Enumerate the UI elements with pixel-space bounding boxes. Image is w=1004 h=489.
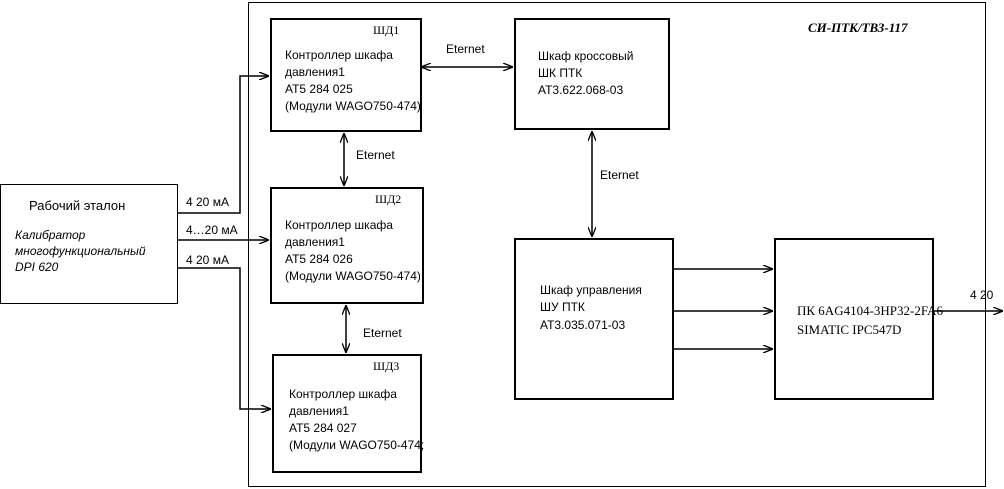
shd2-line-3: АТ5 284 026 [285, 252, 353, 266]
signal-line-3 [178, 267, 270, 409]
shd1-line-3: АТ5 284 025 [285, 82, 353, 96]
shd3-line-4: (Модули WAGO750-474; [289, 438, 425, 452]
pc-line-2: SIMATIC IPC547D [797, 322, 902, 337]
calibrator-box: Рабочий эталон Калибратор многофункциона… [0, 184, 178, 304]
cross-cabinet: Шкаф кроссовый ШК ПТК АТ3.622.068-03 [514, 18, 670, 130]
ethernet-label-2: Eternet [356, 148, 395, 162]
system-frame [248, 2, 986, 487]
control-cabinet: Шкаф управления ШУ ПТК АТ3.035.071-03 [514, 238, 674, 400]
shd1-line-1: Контроллер шкафа [285, 48, 393, 62]
shd1-tag: ШД1 [373, 23, 400, 37]
pressure-cabinet-2: ШД2 Контроллер шкафа давления1 АТ5 284 0… [270, 187, 424, 304]
calibrator-line-2: многофункциональный [15, 244, 146, 258]
shd2-line-1: Контроллер шкафа [285, 218, 393, 232]
control-line-2: ШУ ПТК [540, 300, 585, 314]
shd3-tag: ШД3 [373, 359, 400, 373]
cross-line-3: АТ3.622.068-03 [538, 83, 624, 97]
ethernet-label-3: Eternet [363, 326, 402, 340]
calibrator-title: Рабочий эталон [29, 198, 126, 213]
shd2-line-4: (Модули WAGO750-474) [285, 269, 421, 283]
shd2-tag: ШД2 [375, 192, 402, 206]
pc-box: ПК 6AG4104-3HP32-2FA6 SIMATIC IPC547D [774, 238, 943, 400]
output-label: 4 20 [970, 288, 994, 302]
signal-label-3: 4 20 мА [186, 253, 229, 267]
ethernet-label-1: Eternet [446, 42, 485, 56]
shd3-line-2: давления1 [289, 404, 349, 418]
ethernet-label-4: Eternet [600, 168, 639, 182]
calibrator-line-1: Калибратор [15, 228, 86, 242]
shd3-line-3: АТ5 284 027 [289, 421, 357, 435]
control-line-1: Шкаф управления [540, 283, 642, 297]
signal-label-1: 4 20 мА [186, 195, 229, 209]
control-line-3: АТ3.035.071-03 [540, 318, 626, 332]
pressure-cabinet-1: ШД1 Контроллер шкафа давления1 АТ5 284 0… [270, 18, 422, 132]
signal-label-2: 4…20 мА [186, 223, 238, 237]
system-title: СИ-ПТК/ТВЗ-117 [808, 20, 908, 35]
shd3-line-1: Контроллер шкафа [289, 387, 397, 401]
shd1-line-2: давления1 [285, 65, 345, 79]
calibrator-line-3: DPI 620 [15, 260, 59, 274]
signal-line-1 [178, 76, 268, 214]
shd2-line-2: давления1 [285, 235, 345, 249]
cross-line-1: Шкаф кроссовый [538, 49, 634, 63]
pressure-cabinet-3: ШД3 Контроллер шкафа давления1 АТ5 284 0… [272, 354, 425, 473]
cross-line-2: ШК ПТК [538, 66, 583, 80]
pc-line-1: ПК 6AG4104-3HP32-2FA6 [797, 303, 944, 318]
shd1-line-4: (Модули WAGO750-474) [285, 99, 421, 113]
